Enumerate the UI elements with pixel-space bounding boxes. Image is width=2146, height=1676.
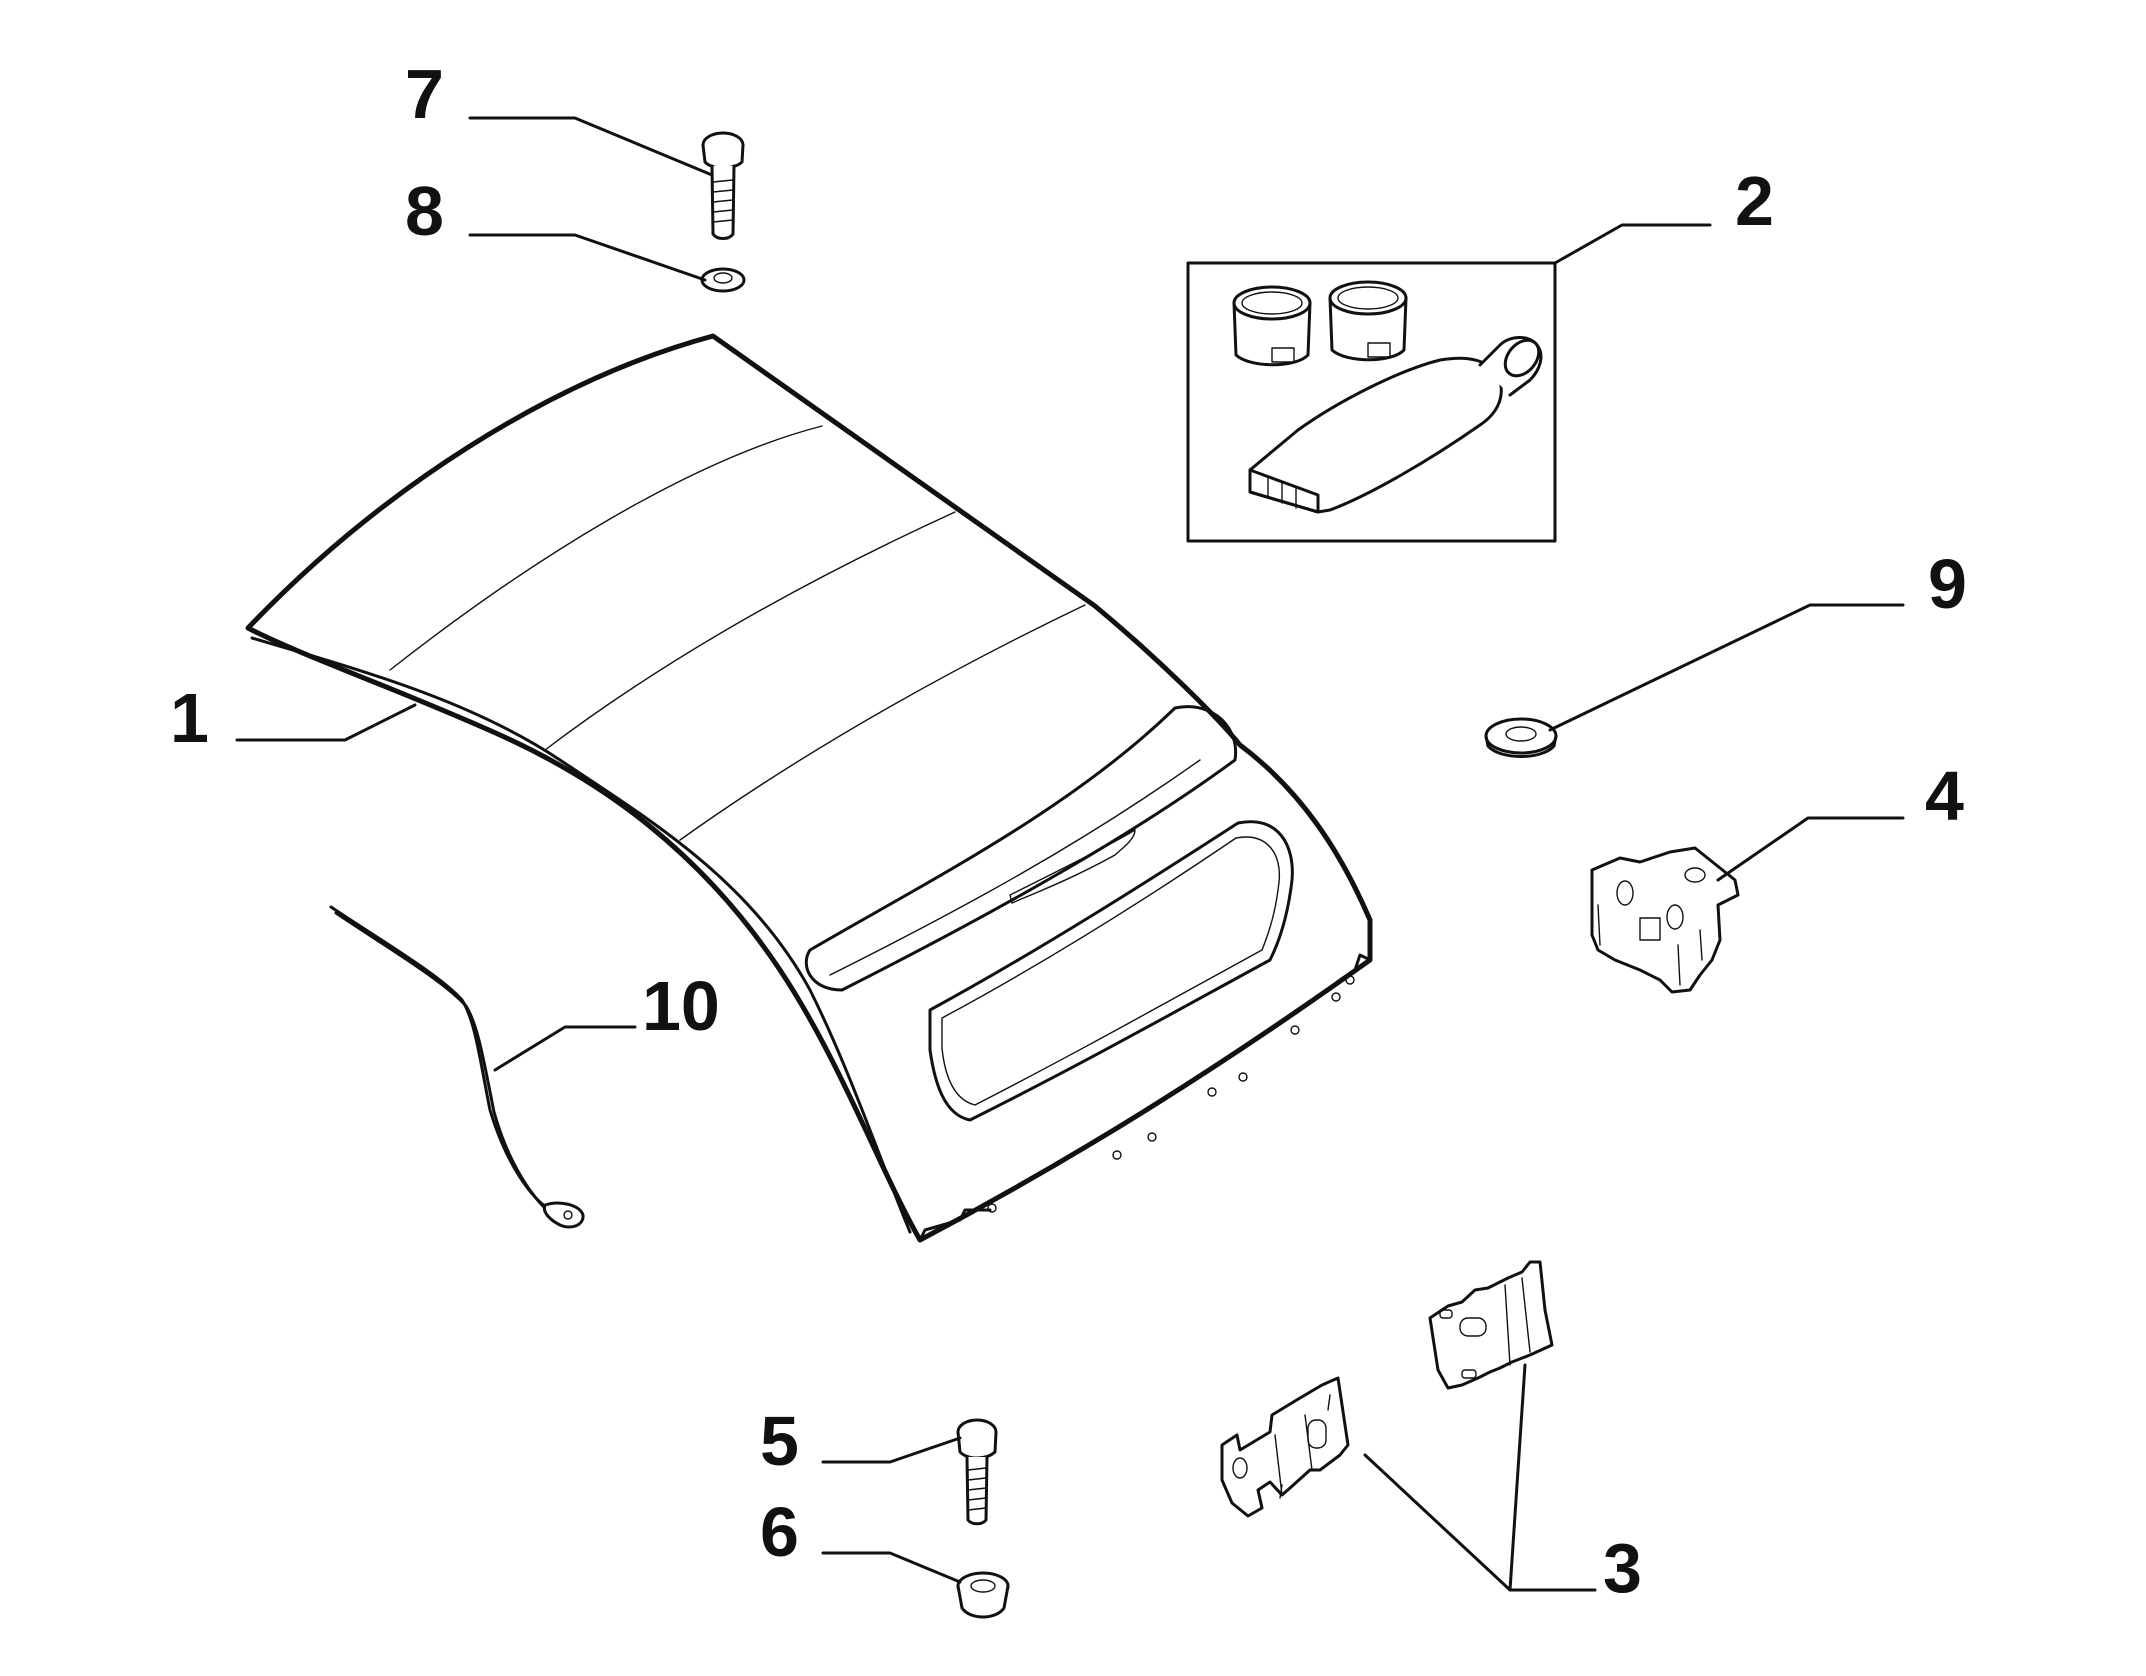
- bracket-part-a: [1220, 1376, 1350, 1518]
- leader-1: [235, 703, 417, 742]
- leader-5: [821, 1436, 962, 1464]
- callout-4: 4: [1925, 757, 1964, 835]
- callout-7: 7: [405, 55, 444, 133]
- callout-numbers: 1 2 3 4 5 6 7 8 9 10: [170, 55, 1967, 1607]
- repair-kit-part: [1186, 261, 1557, 543]
- latch-bracket-part: [1590, 846, 1740, 994]
- leader-10: [493, 1025, 637, 1072]
- leader-9: [1548, 603, 1905, 732]
- leader-lines: [235, 116, 1905, 1592]
- leader-8: [468, 233, 707, 282]
- callout-9: 9: [1928, 545, 1967, 623]
- leader-4: [1716, 816, 1905, 882]
- bolt-part-5: [956, 1418, 998, 1526]
- washer-part-8: [700, 267, 746, 293]
- leader-2: [1553, 223, 1712, 265]
- nut-part-6: [956, 1571, 1010, 1619]
- leader-6: [821, 1551, 962, 1584]
- callout-10: 10: [642, 967, 720, 1045]
- leader-3b: [1508, 1363, 1527, 1592]
- bolt-part-7: [701, 131, 745, 240]
- bracket-part-b: [1428, 1260, 1554, 1390]
- callout-5: 5: [760, 1402, 799, 1480]
- callout-6: 6: [760, 1493, 799, 1571]
- callout-2: 2: [1735, 162, 1774, 240]
- callout-1: 1: [170, 679, 209, 757]
- leader-7: [468, 116, 714, 177]
- leader-3a: [1363, 1453, 1597, 1592]
- seal-strip-part: [329, 905, 585, 1229]
- callout-3: 3: [1603, 1529, 1642, 1607]
- grommet-part-9: [1484, 717, 1558, 758]
- callout-8: 8: [405, 172, 444, 250]
- hardtop-roof-part: [245, 333, 1373, 1243]
